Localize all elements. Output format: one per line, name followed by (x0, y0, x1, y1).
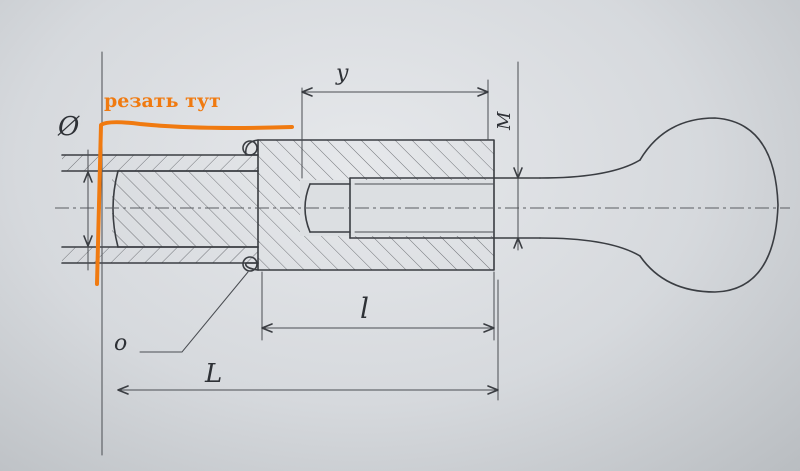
bore-length-label: l (360, 292, 369, 325)
dimension-y: y (301, 61, 489, 179)
total-length-label: L (204, 359, 222, 389)
bolt-handle (304, 117, 779, 293)
thread-label: M (494, 111, 515, 131)
tube-bottom-wall (62, 247, 258, 263)
dimension-diameter: Ø (57, 51, 103, 456)
plug (112, 170, 260, 248)
thread-length-label: y (335, 61, 349, 86)
dimension-total: L (117, 279, 499, 401)
cut-here-label: резать тут (104, 90, 221, 112)
cut-annotation: резать тут (95, 90, 294, 286)
handle-bulb (639, 117, 779, 293)
cut-line-marker (95, 120, 294, 286)
fitting-body (242, 139, 495, 272)
tube-top-wall (62, 155, 258, 171)
weld-top (244, 139, 259, 156)
diameter-label: Ø (57, 112, 80, 142)
dimension-m: M (494, 61, 523, 251)
weld-label: o (114, 331, 127, 356)
weld-callout: o (114, 271, 249, 356)
dimension-l: l (261, 271, 495, 341)
